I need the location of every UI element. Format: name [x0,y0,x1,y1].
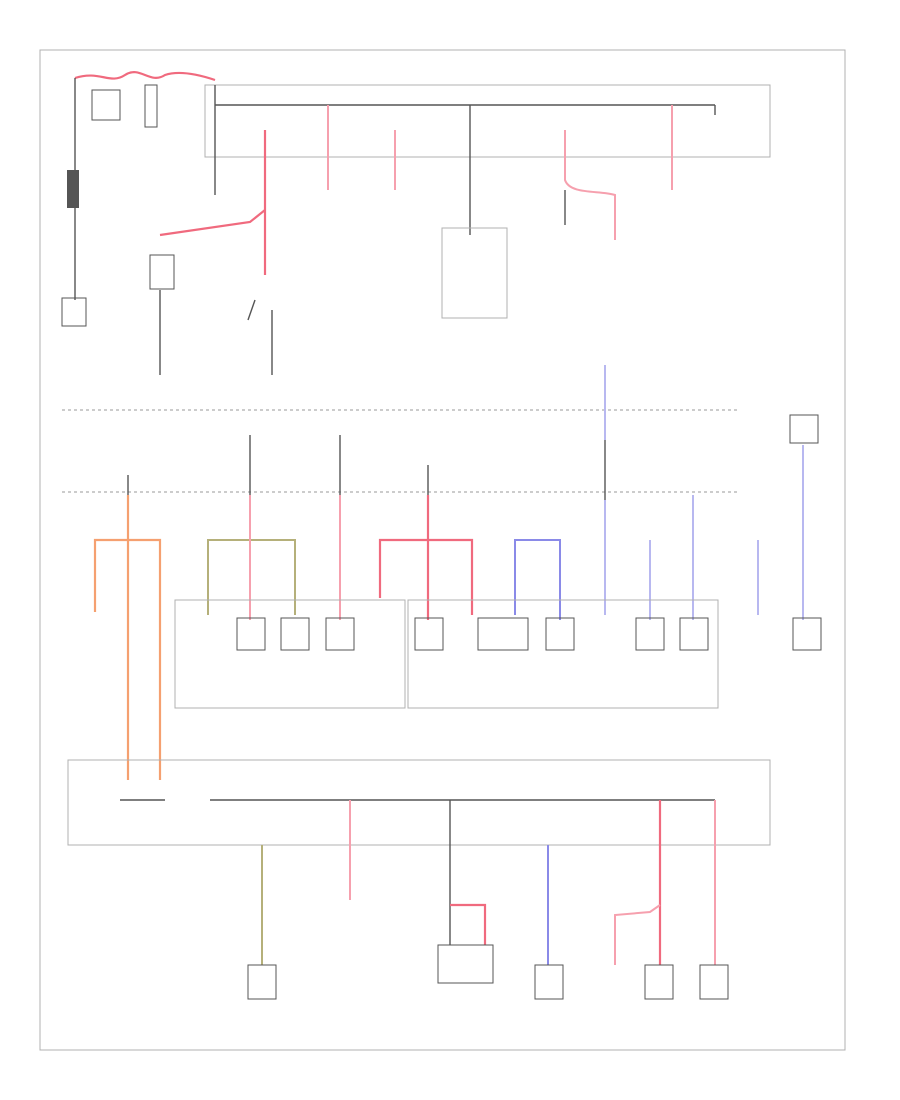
bottom-relay-4 [644,964,674,1000]
blue-branch [514,539,561,620]
relay-1 [236,617,266,651]
ignition-relay [149,254,175,290]
battery [144,84,158,128]
fusible-link [67,170,79,208]
generator [61,297,87,327]
pdc-right-frame [407,599,719,709]
bottom-red-branch-2 [614,904,661,965]
relay-3 [325,617,355,651]
ignition-feed [159,209,266,237]
relay-top-right [789,414,819,444]
relay-6 [545,617,575,651]
bottom-relay-5 [699,964,729,1000]
transmission-module-box [441,227,508,319]
relay-9 [792,617,822,651]
bottom-relay-3 [534,964,564,1000]
relay-4 [414,617,444,651]
bottom-relay-1 [247,964,277,1000]
switch-contact [247,299,256,321]
relay-7 [635,617,665,651]
fuel-pump-relay [477,617,529,651]
fuse-drop-6 [564,130,616,240]
relay-2 [280,617,310,651]
diagram-frame [39,49,846,1051]
red-branch [378,538,474,615]
bottom-red-branch [450,903,487,945]
starter-motor [91,89,121,121]
bottom-relay-2 [437,944,494,984]
battery-junction-box [204,84,771,158]
relay-8 [679,617,709,651]
pdc-left-frame [174,599,406,709]
olive-branch [207,539,296,615]
bottom-junction-frame [67,759,771,846]
battery-cable [74,71,216,82]
